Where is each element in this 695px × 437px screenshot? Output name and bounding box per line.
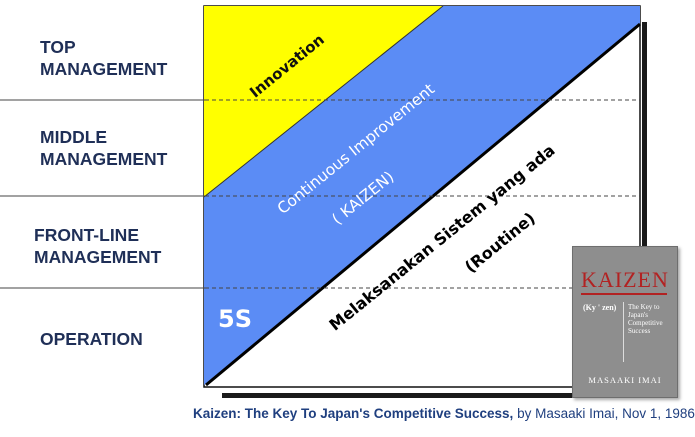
book-tagline: The Key to Japan's Competitive Success <box>628 303 663 335</box>
level-label-line1: FRONT-LINE <box>34 225 139 245</box>
book-title: KAIZEN <box>581 267 669 292</box>
routine-boundary <box>205 22 641 387</box>
level-middle-management: MIDDLE MANAGEMENT <box>40 120 245 176</box>
level-label-line2: MANAGEMENT <box>34 247 162 267</box>
level-label-line1: MIDDLE <box>40 127 108 147</box>
book-title-underline <box>581 293 667 295</box>
level-top-management: TOP MANAGEMENT <box>40 30 245 86</box>
level-label-line1: OPERATION <box>40 329 143 349</box>
innovation-boundary <box>203 5 444 198</box>
level-operation: OPERATION <box>40 326 245 352</box>
kaizen-diagram: TOP MANAGEMENT MIDDLE MANAGEMENT FRONT-L… <box>0 5 695 421</box>
level-front-line-management: FRONT-LINE MANAGEMENT <box>34 218 239 274</box>
caption-details: by Masaaki Imai, Nov 1, 1986 <box>513 406 695 421</box>
diagram-shapes <box>0 5 647 398</box>
book-subtitle: (Ky ' zen) <box>583 303 617 312</box>
caption-book-title: Kaizen: The Key To Japan's Competitive S… <box>193 406 514 421</box>
level-label-line2: MANAGEMENT <box>40 149 168 169</box>
book-divider <box>623 302 624 362</box>
five-s-label: 5S <box>218 305 252 333</box>
book-author: MASAAKI IMAI <box>588 375 662 385</box>
level-label-line1: TOP <box>40 37 76 57</box>
book-cover-image: KAIZEN (Ky ' zen) The Key to Japan's Com… <box>572 246 678 398</box>
level-label-line2: MANAGEMENT <box>40 59 168 79</box>
source-caption: Kaizen: The Key To Japan's Competitive S… <box>193 406 695 421</box>
